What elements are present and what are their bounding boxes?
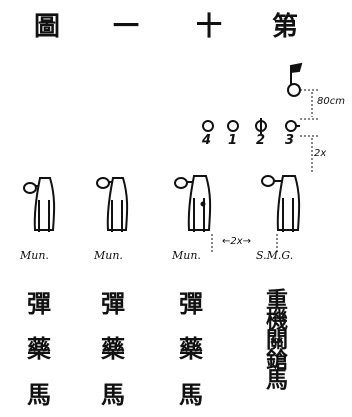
column-2-line-1: 彈 — [101, 289, 125, 318]
title-char-4: 第 — [272, 12, 299, 42]
horse-label-3: Mun. — [172, 249, 201, 262]
dimension-row-gap — [300, 135, 318, 172]
column-4-label: 重機關鎗馬 — [262, 288, 288, 388]
title-char-1: 圖 — [34, 12, 61, 42]
column-3-line-1: 彈 — [179, 289, 203, 318]
column-1-line-2: 藥 — [27, 334, 51, 363]
soldier-number-1: 1 — [228, 133, 238, 148]
column-3-line-2: 藥 — [179, 334, 203, 363]
soldier-1-icon — [227, 120, 239, 132]
soldier-number-4: 4 — [202, 133, 212, 148]
soldier-4-icon — [202, 120, 214, 132]
horse-label-1: Mun. — [20, 249, 49, 262]
column-3-line-3: 馬 — [179, 380, 203, 409]
column-1-line-1: 彈 — [27, 289, 51, 318]
column-2-line-3: 馬 — [101, 380, 125, 409]
soldier-markers — [202, 118, 300, 134]
row-gap-label: 2x — [314, 148, 327, 159]
horse-label-2: Mun. — [94, 249, 123, 262]
column-2-line-2: 藥 — [101, 334, 125, 363]
horse-3-icon — [174, 175, 212, 232]
flag-distance-label: 80cm — [317, 96, 345, 107]
dimension-80cm-marker — [300, 89, 318, 120]
column-1-line-3: 馬 — [27, 380, 51, 409]
title-char-3: 十 — [196, 12, 223, 42]
flag-icon — [287, 62, 303, 97]
horse-label-4: S.M.G. — [256, 249, 294, 262]
soldier-3-icon — [285, 120, 297, 132]
horse-4-icon — [261, 175, 301, 232]
horse-gap-label: ←2x→ — [222, 236, 252, 247]
soldier-number-2: 2 — [256, 133, 266, 148]
horse-1-icon — [23, 177, 56, 232]
horse-2-icon — [96, 177, 129, 232]
title-char-2: 一 — [113, 12, 140, 42]
soldier-number-3: 3 — [285, 133, 295, 148]
dimension-horse-gap — [211, 234, 278, 252]
